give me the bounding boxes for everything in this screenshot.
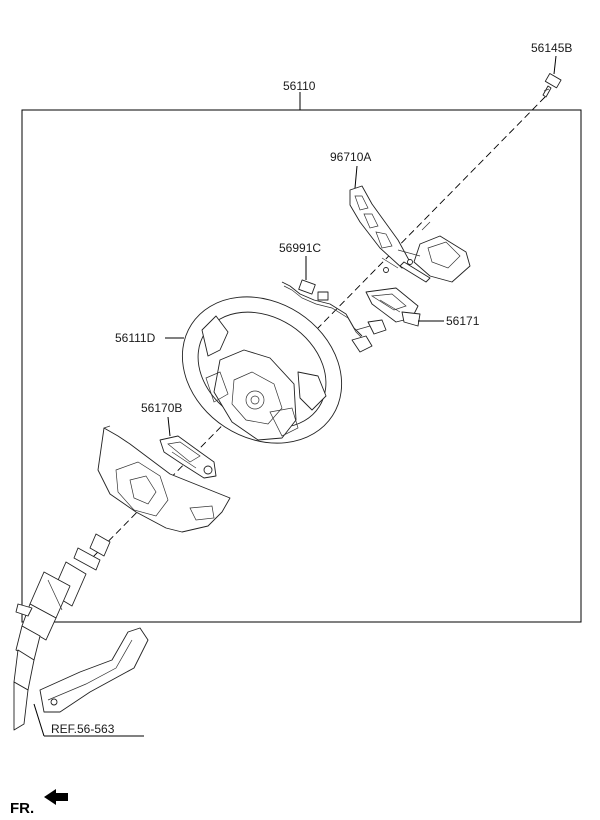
label-56111d: 56111D	[115, 331, 156, 345]
label-56145b: 56145B	[531, 41, 572, 55]
label-front: FR.	[10, 800, 34, 817]
front-arrow-icon	[44, 789, 68, 805]
remote-switch-part	[365, 287, 421, 327]
reference-callout	[33, 703, 144, 737]
steering-wheel-part	[181, 296, 343, 444]
cover-leader	[167, 416, 171, 437]
lower-cover-part	[159, 435, 217, 479]
label-96710a: 96710A	[330, 150, 371, 164]
assembly-frame	[21, 109, 582, 623]
label-56171: 56171	[446, 314, 480, 328]
bolt-part	[542, 73, 562, 98]
label-56991c: 56991C	[279, 241, 321, 255]
label-56170b: 56170B	[141, 401, 182, 415]
label-56110: 56110	[283, 79, 316, 93]
switch-leader	[354, 165, 358, 189]
harness-part	[281, 279, 387, 353]
steering-column-part	[13, 533, 111, 731]
tilt-lever-part	[39, 627, 149, 713]
bolt-leader	[553, 55, 557, 75]
label-reference: REF.56-563	[51, 722, 115, 736]
column-shroud-part	[97, 425, 231, 533]
switch-part	[349, 185, 471, 283]
